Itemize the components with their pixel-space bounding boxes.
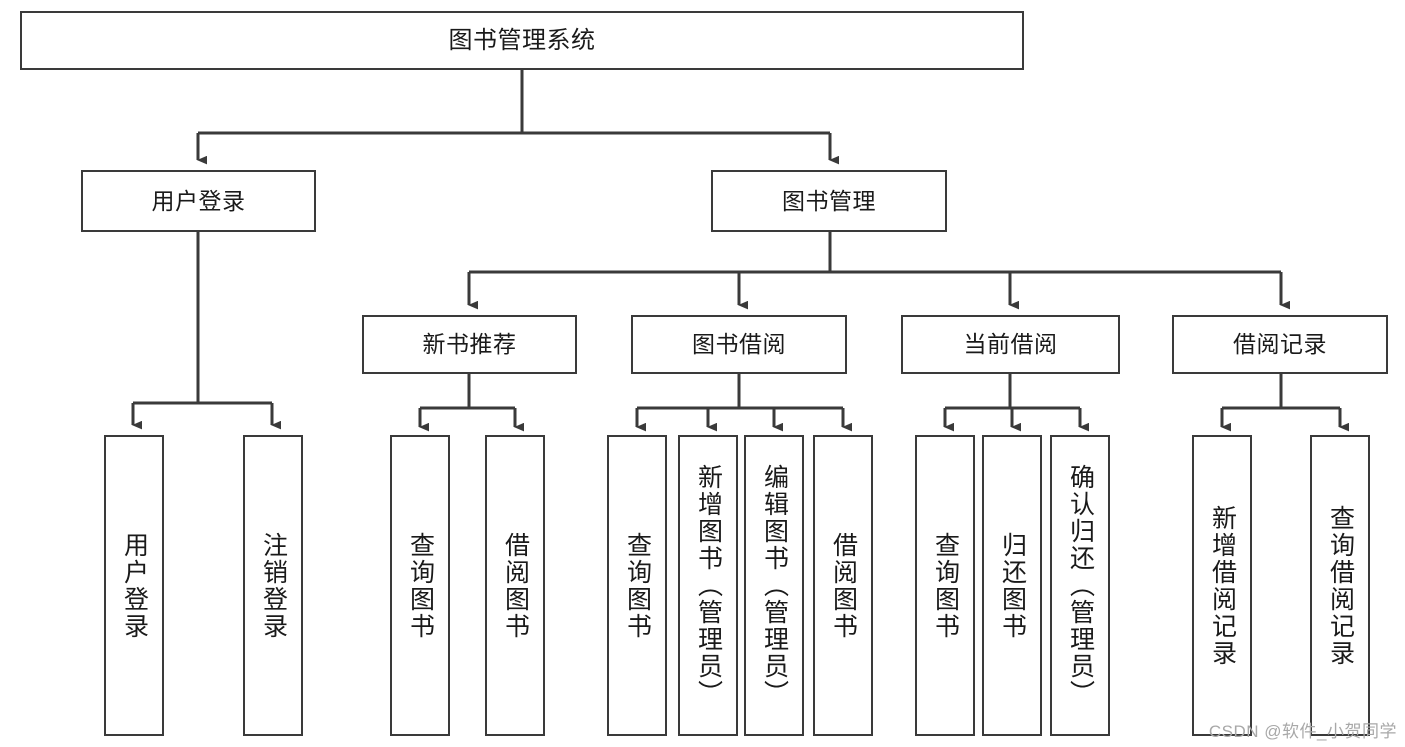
node-new-book-recommend[interactable]: 新书推荐 bbox=[362, 315, 577, 374]
leaf-user-login-login[interactable]: 用户登录 bbox=[104, 435, 164, 736]
leaf-label: 借阅图书 bbox=[501, 531, 530, 640]
leaf-current-return-book[interactable]: 归还图书 bbox=[982, 435, 1042, 736]
leaf-recommend-query-book[interactable]: 查询图书 bbox=[390, 435, 450, 736]
leaf-label: 新增借阅记录 bbox=[1208, 504, 1237, 667]
leaf-borrow-add-book[interactable]: 新增图书（管理员） bbox=[678, 435, 738, 736]
leaf-record-add-record[interactable]: 新增借阅记录 bbox=[1192, 435, 1252, 736]
leaf-label: 查询图书 bbox=[623, 531, 652, 640]
leaf-label: 查询图书 bbox=[406, 531, 435, 640]
leaf-label: 编辑图书（管理员） bbox=[760, 464, 789, 707]
node-root-system[interactable]: 图书管理系统 bbox=[20, 11, 1024, 70]
node-label: 图书管理 bbox=[782, 187, 876, 214]
node-label: 用户登录 bbox=[151, 187, 246, 214]
node-label: 新书推荐 bbox=[422, 331, 517, 358]
node-borrow-record[interactable]: 借阅记录 bbox=[1172, 315, 1388, 374]
leaf-label: 查询借阅记录 bbox=[1326, 504, 1355, 667]
leaf-label: 确认归还（管理员） bbox=[1066, 464, 1095, 707]
watermark: CSDN @软件_小贺同学 bbox=[1208, 722, 1397, 741]
node-label: 借阅记录 bbox=[1233, 331, 1327, 358]
leaf-label: 借阅图书 bbox=[829, 531, 858, 640]
leaf-label: 注销登录 bbox=[259, 531, 288, 640]
leaf-label: 新增图书（管理员） bbox=[694, 464, 723, 707]
leaf-current-query-book[interactable]: 查询图书 bbox=[915, 435, 975, 736]
leaf-label: 归还图书 bbox=[998, 531, 1027, 640]
leaf-current-confirm-return[interactable]: 确认归还（管理员） bbox=[1050, 435, 1110, 736]
node-label: 图书借阅 bbox=[692, 331, 786, 358]
node-label: 当前借阅 bbox=[963, 331, 1058, 358]
node-label: 图书管理系统 bbox=[448, 26, 596, 54]
node-book-borrow[interactable]: 图书借阅 bbox=[631, 315, 847, 374]
leaf-recommend-borrow-book[interactable]: 借阅图书 bbox=[485, 435, 545, 736]
leaf-borrow-edit-book[interactable]: 编辑图书（管理员） bbox=[744, 435, 804, 736]
node-current-borrow[interactable]: 当前借阅 bbox=[901, 315, 1120, 374]
leaf-label: 用户登录 bbox=[120, 531, 149, 640]
leaf-label: 查询图书 bbox=[931, 531, 960, 640]
leaf-borrow-borrow-book[interactable]: 借阅图书 bbox=[813, 435, 873, 736]
leaf-user-login-logout[interactable]: 注销登录 bbox=[243, 435, 303, 736]
node-book-management[interactable]: 图书管理 bbox=[711, 170, 947, 232]
leaf-record-query-record[interactable]: 查询借阅记录 bbox=[1310, 435, 1370, 736]
node-user-login[interactable]: 用户登录 bbox=[81, 170, 316, 232]
leaf-borrow-query-book[interactable]: 查询图书 bbox=[607, 435, 667, 736]
